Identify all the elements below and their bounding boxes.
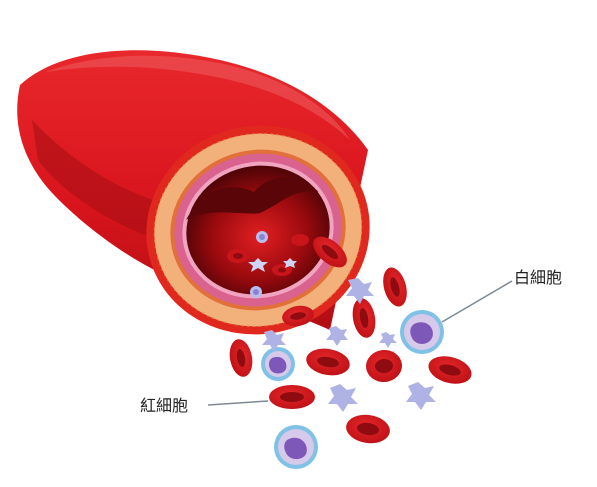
- red-blood-cell: [379, 265, 411, 309]
- white-blood-cell: [261, 347, 295, 381]
- red-blood-cell: [304, 345, 352, 378]
- white-blood-cell-label: 白細胞: [514, 270, 562, 286]
- red-blood-cell: [344, 412, 391, 446]
- platelet: [406, 382, 436, 410]
- red-blood-cell: [269, 385, 315, 409]
- platelet: [379, 332, 397, 348]
- red-blood-cell: [350, 296, 379, 339]
- platelet: [328, 384, 358, 412]
- red-blood-cell: [227, 337, 255, 378]
- platelet: [346, 278, 374, 304]
- red-blood-cell: [365, 348, 404, 383]
- white-blood-cell: [274, 425, 318, 469]
- red-cell-leader-line: [208, 401, 268, 405]
- white-blood-cell: [400, 310, 444, 354]
- red-blood-cell-label: 紅細胞: [140, 398, 188, 414]
- white-cell-leader-line: [442, 281, 512, 322]
- red-blood-cell: [425, 352, 474, 389]
